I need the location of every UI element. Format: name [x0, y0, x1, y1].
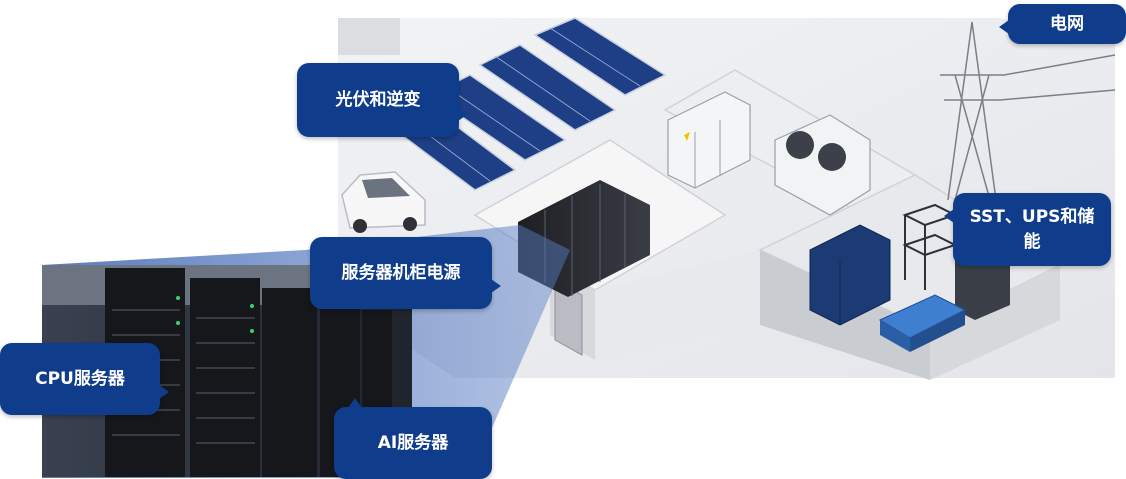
- grid-label: 电网: [999, 4, 1126, 44]
- car-icon: [341, 171, 426, 233]
- ai-server-label-text: AI服务器: [377, 432, 449, 453]
- transmission-tower-icon: [940, 21, 1116, 201]
- grid-label-text: 电网: [1050, 13, 1084, 34]
- server-rack-psu-label-text: 服务器机柜电源: [341, 262, 461, 283]
- inverter-cabinet: [667, 91, 751, 189]
- cpu-server-label: CPU服务器: [0, 343, 169, 415]
- cpu-server-label-text: CPU服务器: [35, 368, 125, 389]
- ai-server-label: AI服务器: [334, 398, 492, 479]
- sst-ups-storage-label-text: SST、UPS和储能: [969, 206, 1095, 252]
- pv-inverter-label-text: 光伏和逆变: [335, 89, 421, 110]
- pv-inverter-label: 光伏和逆变: [297, 63, 468, 137]
- air-conditioner-icon: [774, 114, 871, 216]
- back-building: [338, 18, 400, 55]
- sst-ups-storage-label: SST、UPS和储能: [944, 193, 1111, 266]
- battery-icon: [878, 294, 967, 352]
- server-rack-psu-label: 服务器机柜电源: [310, 237, 501, 309]
